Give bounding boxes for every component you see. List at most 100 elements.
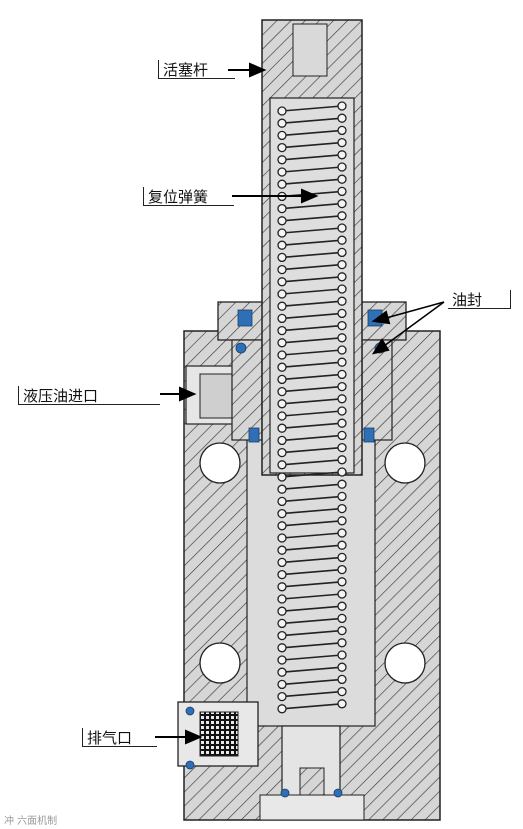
- spring-coil-end: [277, 606, 287, 616]
- spring-coil-end: [277, 569, 287, 580]
- spring-coil: [281, 349, 343, 356]
- arrow-oil-seal-1: [371, 310, 391, 325]
- spring-coil-end: [337, 406, 347, 416]
- spring-coil-end: [277, 423, 287, 433]
- spring-coil: [281, 544, 343, 551]
- spring-coil-end: [277, 508, 287, 519]
- spring-coil-end: [337, 198, 347, 209]
- spring-coil-end: [277, 264, 287, 275]
- spring-coil-end: [337, 369, 347, 380]
- leader-lines: [155, 62, 445, 745]
- spring-coil-end: [337, 479, 347, 489]
- spring-coil: [281, 178, 343, 185]
- spring-coil-end: [277, 203, 287, 214]
- spring-coil-end: [337, 430, 347, 441]
- oil-seal-left-top: [237, 309, 253, 327]
- spring-coil: [281, 227, 343, 234]
- spring-coil-end: [337, 674, 347, 685]
- spring-coil-end: [337, 442, 347, 453]
- spring-coil-end: [337, 577, 347, 587]
- spring-coil: [281, 276, 343, 283]
- spring-coil: [281, 361, 343, 368]
- spring-coil-end: [277, 228, 287, 238]
- spring-coil-end: [337, 528, 347, 538]
- spring-coil-end: [277, 496, 287, 507]
- spring-coil-end: [337, 699, 347, 709]
- spring-coil-end: [337, 174, 347, 184]
- spring-coil: [281, 593, 343, 600]
- spring-coil: [281, 617, 343, 625]
- watermark: 冲 六面机制: [4, 816, 58, 827]
- spring-coil-end: [337, 601, 347, 611]
- spring-coil-end: [337, 491, 347, 502]
- spring-coil: [281, 422, 343, 429]
- label-bracket-vent: [82, 728, 157, 747]
- spring-coil-end: [337, 564, 347, 575]
- spring-coil-end: [337, 455, 347, 465]
- vent-plug: [177, 701, 259, 770]
- label-bracket-oil-seal: [448, 290, 511, 309]
- label-return-spring: 复位弹簧: [148, 188, 209, 206]
- spring-coil: [281, 654, 343, 661]
- spring-coil-end: [337, 418, 347, 428]
- spring-coil-end: [337, 686, 347, 697]
- spring-coil-end: [277, 704, 287, 714]
- spring-coil-end: [337, 211, 347, 221]
- spring-coil-end: [277, 277, 287, 287]
- vent-filter-mesh: [199, 711, 239, 757]
- spring-coil-end: [277, 216, 287, 226]
- spring-coil-end: [337, 613, 347, 624]
- spring-coil-end: [277, 557, 287, 568]
- spring-coil: [281, 215, 343, 222]
- label-bracket-piston-rod: [158, 60, 235, 79]
- spring-coil: [281, 556, 343, 564]
- spring-coil-end: [337, 625, 347, 636]
- spring-coil-end: [337, 650, 347, 660]
- spring-coil-end: [337, 247, 347, 258]
- spring-coil-end: [277, 155, 287, 165]
- spring-coil: [281, 263, 343, 271]
- spring-coil: [281, 141, 343, 149]
- spring-coil-end: [277, 447, 287, 458]
- spring-coil: [281, 690, 343, 698]
- label-oil-seal: 油封: [452, 291, 483, 309]
- spring-coil-end: [337, 150, 347, 160]
- spring-coil-end: [277, 362, 287, 372]
- spring-coil: [281, 385, 343, 393]
- spring-coil-end: [337, 113, 347, 123]
- spring-coil-end: [277, 630, 287, 641]
- spring-coil: [281, 202, 343, 210]
- spring-coil-end: [277, 252, 287, 263]
- spring-coil: [281, 398, 343, 405]
- spring-coil-end: [337, 296, 347, 306]
- spring-coil-end: [277, 179, 287, 189]
- spring-coil: [281, 642, 343, 649]
- spring-coil: [281, 703, 343, 710]
- spring-coil-end: [337, 357, 347, 367]
- spring-coil-end: [277, 484, 287, 494]
- spring-coil-end: [277, 679, 287, 690]
- spring-coil-end: [337, 320, 347, 331]
- spring-coil-end: [337, 272, 347, 282]
- spring-coil-end: [337, 162, 347, 172]
- label-vent: 排气口: [87, 729, 133, 747]
- spring-coil: [281, 446, 343, 454]
- spring-coil-end: [277, 643, 287, 653]
- spring-coil-end: [277, 521, 287, 531]
- spring-coil-end: [277, 313, 287, 324]
- spring-coil: [281, 337, 343, 344]
- spring-coil: [281, 105, 343, 112]
- spring-coil: [281, 532, 343, 539]
- spring-coil: [281, 434, 343, 442]
- spring-coil-end: [337, 101, 347, 111]
- spring-coil-end: [277, 142, 287, 153]
- spring-coil-end: [337, 589, 347, 599]
- spring-coil: [281, 288, 343, 295]
- spring-coil: [281, 666, 343, 673]
- spring-coil: [281, 629, 343, 637]
- spring-coil-end: [277, 618, 287, 629]
- spring-coil-end: [277, 594, 287, 604]
- spring-coil: [281, 166, 343, 173]
- spring-coil-end: [277, 106, 287, 116]
